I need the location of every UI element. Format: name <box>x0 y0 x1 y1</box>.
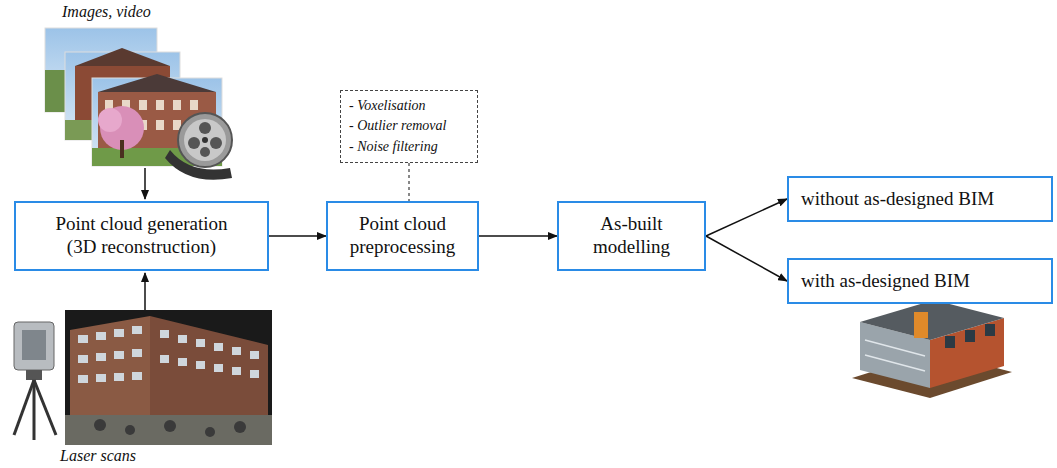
flow-arrow <box>706 236 787 281</box>
input-arrow <box>144 273 146 310</box>
film-reel-icon <box>165 113 232 180</box>
input-label: Images, video <box>60 3 153 21</box>
outcome-box: with as-designed BIM <box>787 258 1053 304</box>
process-box: As-built modelling <box>557 201 706 271</box>
flow-arrow <box>269 235 326 237</box>
text-group: As-built modelling <box>568 213 695 259</box>
text-group: with as-designed BIM <box>801 270 970 293</box>
text-group: without as-designed BIM <box>801 188 994 211</box>
node-text: Point cloud generation (3D reconstructio… <box>42 213 242 259</box>
node-text: without as-designed BIM <box>801 188 994 211</box>
node-text: - Outlier removal <box>349 116 446 136</box>
node-text: with as-designed BIM <box>801 270 970 293</box>
outcome-box: without as-designed BIM <box>787 176 1053 222</box>
laser-scan-image <box>65 310 272 445</box>
laser-scanner-icon <box>14 322 56 440</box>
text-group: Point cloud preprocessing <box>337 213 468 259</box>
node-text: As-built modelling <box>568 213 695 259</box>
node-text: - Voxelisation <box>349 96 446 116</box>
text-group: - Voxelisation- Outlier removal- Noise f… <box>349 96 446 157</box>
node-text: Point cloud preprocessing <box>337 213 468 259</box>
bim-model-icon <box>852 300 1012 398</box>
node-text: - Noise filtering <box>349 137 446 157</box>
note-box: - Voxelisation- Outlier removal- Noise f… <box>340 90 478 163</box>
flow-arrow <box>479 235 557 237</box>
text-group: Point cloud generation (3D reconstructio… <box>42 213 242 259</box>
photo-stack <box>45 28 222 166</box>
input-arrow <box>144 168 146 199</box>
input-label: Laser scans <box>58 447 138 465</box>
dashed-leader <box>409 163 410 201</box>
flow-arrow <box>706 199 787 236</box>
process-box: Point cloud preprocessing <box>326 201 479 271</box>
process-box: Point cloud generation (3D reconstructio… <box>14 201 269 271</box>
